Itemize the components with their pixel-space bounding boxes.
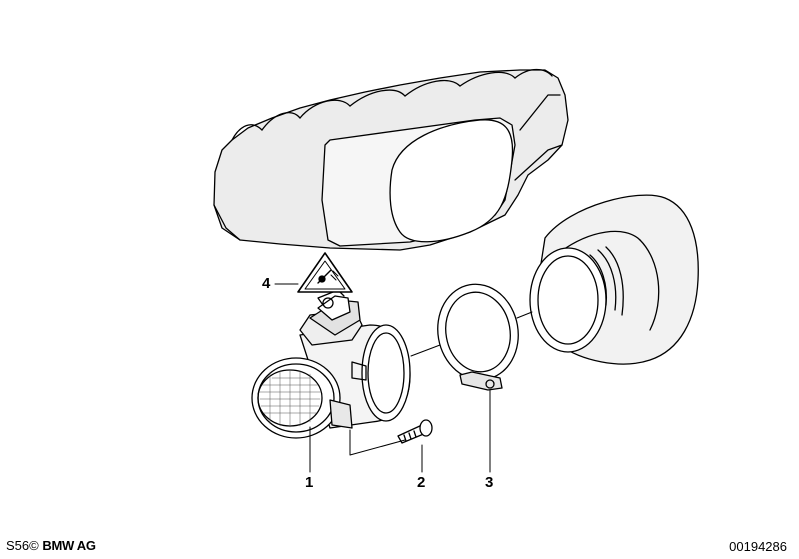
callout-1: 1 bbox=[305, 474, 314, 491]
hose-clamp bbox=[437, 283, 519, 391]
air-mass-meter bbox=[251, 289, 411, 439]
leader-lines bbox=[274, 283, 533, 473]
document-number: 00194286 bbox=[729, 539, 787, 554]
intake-hose bbox=[529, 194, 699, 365]
copyright-notice: S56© BMW AG bbox=[6, 538, 96, 553]
screw bbox=[397, 419, 433, 444]
callout-2: 2 bbox=[417, 474, 426, 491]
callout-3: 3 bbox=[485, 474, 494, 491]
warning-triangle bbox=[297, 252, 353, 293]
air-filter-housing bbox=[213, 68, 569, 251]
copyright-icon: © bbox=[29, 538, 39, 553]
footer-prefix: S56 bbox=[6, 538, 30, 553]
brand-name: BMW AG bbox=[42, 538, 96, 553]
callout-4: 4 bbox=[262, 275, 271, 292]
